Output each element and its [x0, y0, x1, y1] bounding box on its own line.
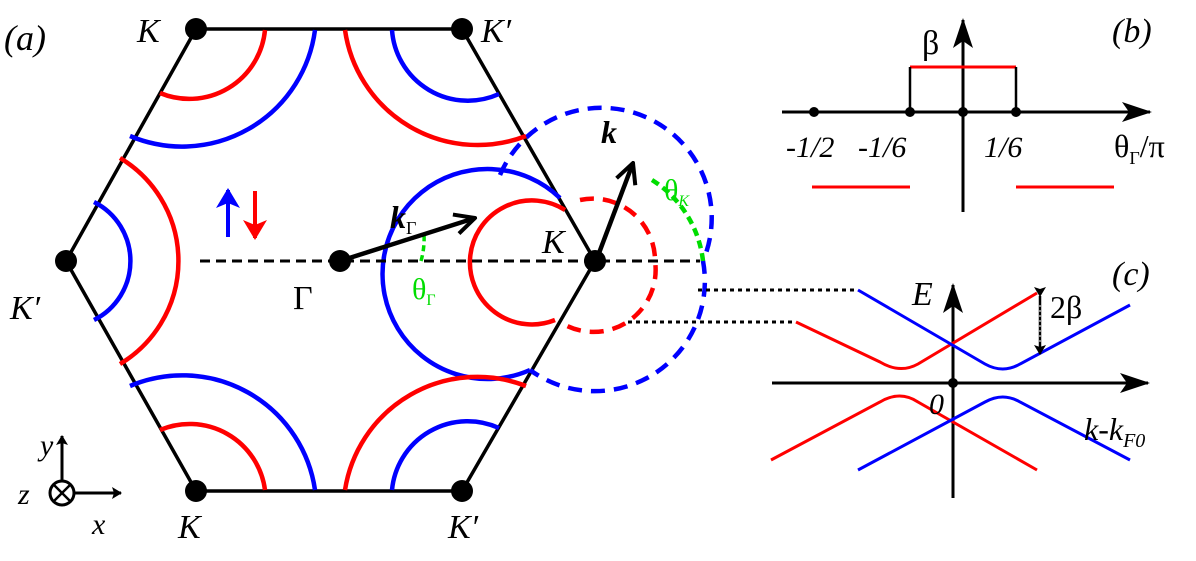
theta-gamma-arc — [419, 233, 426, 262]
arc-top-right-blue — [389, 29, 500, 103]
label-theta-k-sub: K — [677, 193, 690, 210]
tick-label-minus-sixth: -1/6 — [858, 131, 906, 164]
panel-b-y-label: β — [922, 25, 939, 62]
point-k-prime-left — [55, 250, 77, 272]
arc-top-left-blue — [129, 29, 318, 149]
label-gamma: Γ — [293, 280, 313, 317]
coordinate-axes: y z x — [17, 429, 122, 541]
red-upper-band — [795, 291, 1038, 370]
panel-c: (c) E 2β 0 k-kF0 — [770, 256, 1150, 498]
gap-label: 2β — [1050, 289, 1082, 325]
panel-b-x-label-suffix: /π — [1140, 128, 1165, 164]
panel-c-origin-dot — [948, 378, 958, 388]
label-k-bottom-left: K — [177, 509, 203, 546]
spin-up-fermi-arcs — [92, 29, 714, 491]
tick-label-plus-sixth: 1/6 — [984, 131, 1022, 164]
label-k-gamma-sub: Γ — [406, 218, 416, 238]
tick-label-minus-half: -1/2 — [786, 131, 834, 164]
k-vector — [593, 163, 633, 262]
axis-z-circle — [48, 479, 76, 507]
axis-z-label: z — [17, 478, 30, 511]
tick-dot-plus-sixth — [1011, 107, 1021, 117]
axis-y-label: y — [37, 429, 54, 462]
arc-top-left-red-small — [159, 29, 268, 102]
arc-top-right-red — [342, 29, 527, 148]
point-k-bottom-left — [185, 480, 207, 502]
high-symmetry-points — [55, 18, 606, 502]
panel-b-x-label: θΓ/π — [1114, 128, 1165, 168]
point-k-prime-top-right — [451, 18, 473, 40]
panel-b-label: (b) — [1112, 13, 1152, 50]
panel-c-origin-label: 0 — [929, 388, 944, 421]
tick-dot-minus-half — [809, 107, 819, 117]
red-lower-band — [770, 394, 1038, 472]
panel-a: (a) — [4, 13, 714, 546]
arc-bottom-left-blue — [129, 373, 318, 491]
panel-c-label: (c) — [1112, 256, 1150, 293]
panel-c-x-label-sub: F0 — [1122, 430, 1145, 452]
label-theta-gamma-sub: Γ — [426, 292, 435, 309]
point-gamma — [329, 250, 351, 272]
point-k-right — [584, 250, 606, 272]
axis-x-label: x — [91, 508, 106, 541]
arc-left-blue — [92, 199, 133, 323]
label-k-top-left: K — [136, 13, 162, 50]
panel-b-x-label-sub: Γ — [1129, 148, 1139, 168]
arc-right-dashed-blue — [497, 105, 714, 394]
beta-step-function — [812, 65, 1114, 189]
label-k: k — [601, 114, 617, 150]
k-gamma-vector — [339, 218, 475, 264]
tick-dot-origin — [958, 107, 968, 117]
arc-bottom-left-red-small — [159, 421, 268, 491]
panel-a-label: (a) — [4, 18, 46, 58]
label-k-right: K — [541, 224, 567, 261]
panel-b: (b) -1/2 -1/6 1/6 β θΓ/π — [782, 13, 1165, 212]
spin-up-bands — [857, 288, 1131, 472]
label-theta-gamma: θΓ — [412, 273, 436, 309]
spin-down-fermi-arcs — [118, 29, 658, 491]
panel-c-y-label: E — [911, 276, 933, 313]
arc-bottom-right-red — [342, 374, 527, 491]
arc-right-dashed-red — [558, 196, 658, 335]
label-k-prime-bottom-right: K′ — [447, 509, 479, 546]
tick-dot-minus-sixth — [905, 107, 915, 117]
label-k-prime-top-right: K′ — [480, 13, 512, 50]
point-k-prime-bottom-right — [451, 480, 473, 502]
spin-down-bands — [770, 291, 1038, 472]
blue-upper-band — [857, 288, 1131, 371]
label-k-prime-left: K′ — [9, 290, 41, 327]
label-k-gamma: kΓ — [390, 199, 416, 238]
arc-bottom-right-blue — [389, 419, 500, 491]
blue-lower-band — [857, 395, 1131, 472]
label-theta-k: θK — [664, 174, 690, 210]
arc-left-red — [118, 156, 181, 366]
panel-c-x-label: k-kF0 — [1084, 411, 1145, 452]
point-k-top-left — [185, 18, 207, 40]
connector-lines — [628, 288, 858, 324]
arc-right-solid-red — [467, 198, 567, 327]
